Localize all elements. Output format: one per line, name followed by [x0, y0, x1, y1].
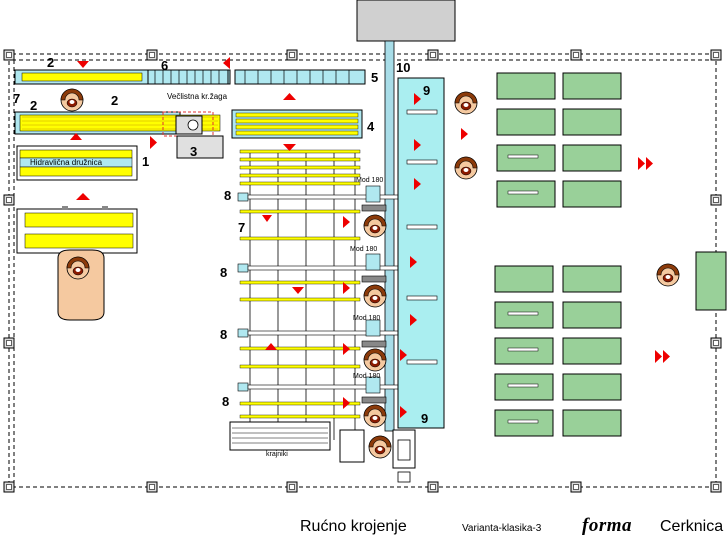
sorting-table — [397, 77, 445, 429]
multi-rip-saw — [162, 111, 224, 159]
dust-extraction-unit — [356, 0, 456, 42]
label-8-third: 8 — [220, 327, 227, 342]
brand-logo: forma — [582, 515, 632, 536]
label-9-bottom: 9 — [421, 411, 428, 426]
top-conveyor-rollers — [147, 69, 229, 85]
mod-label-1: Mod 180 — [356, 177, 383, 184]
label-7-right: 7 — [238, 220, 245, 235]
top-conveyor-right — [234, 69, 366, 85]
label-6: 6 — [161, 58, 168, 73]
edge-strip-label: krajniki — [266, 451, 288, 458]
pallet-area-upper — [496, 72, 622, 208]
pallet-area-lower — [494, 265, 622, 437]
waste-bin — [339, 429, 365, 463]
crosscut-station-2 — [237, 253, 434, 302]
crosscut-frame — [249, 150, 356, 440]
label-2-top: 2 — [47, 55, 54, 70]
transfer-cart — [392, 429, 416, 483]
outfeed-conveyor-4 — [231, 109, 363, 139]
label-9-top: 9 — [423, 83, 430, 98]
label-5: 5 — [371, 70, 378, 85]
mod-label-4: Mod 180 — [353, 373, 380, 380]
label-2-mid-left: 2 — [30, 98, 37, 113]
label-2-mid: 2 — [111, 93, 118, 108]
label-4: 4 — [367, 119, 375, 134]
hydraulic-press — [16, 145, 138, 181]
variant-label: Varianta-klasika-3 — [462, 523, 542, 534]
extraction-duct — [384, 40, 395, 432]
label-8-second: 8 — [220, 265, 227, 280]
gluing-table — [16, 206, 138, 254]
label-3: 3 — [190, 144, 197, 159]
mod-label-2: Mod 180 — [350, 246, 377, 253]
brand-city: Cerknica — [660, 518, 724, 535]
label-1: 1 — [142, 154, 149, 169]
mod-label-3: Mod 180 — [353, 315, 380, 322]
crosscut-station-3 — [237, 319, 434, 369]
press-label: Hidravlična družnica — [30, 158, 103, 167]
flow-arrows — [70, 57, 670, 418]
crosscut-station-1 — [237, 185, 434, 241]
forklift-body — [695, 251, 727, 311]
label-8-first: 8 — [224, 188, 231, 203]
label-7-left: 7 — [13, 91, 20, 106]
label-8-fourth: 8 — [222, 394, 229, 409]
board-stack-top — [239, 149, 361, 186]
label-10: 10 — [396, 60, 410, 75]
edge-strip-bin — [229, 421, 331, 451]
saw-label: Večlistna kr.žaga — [167, 92, 228, 101]
layout-title: Rućno krojenje — [300, 518, 407, 535]
